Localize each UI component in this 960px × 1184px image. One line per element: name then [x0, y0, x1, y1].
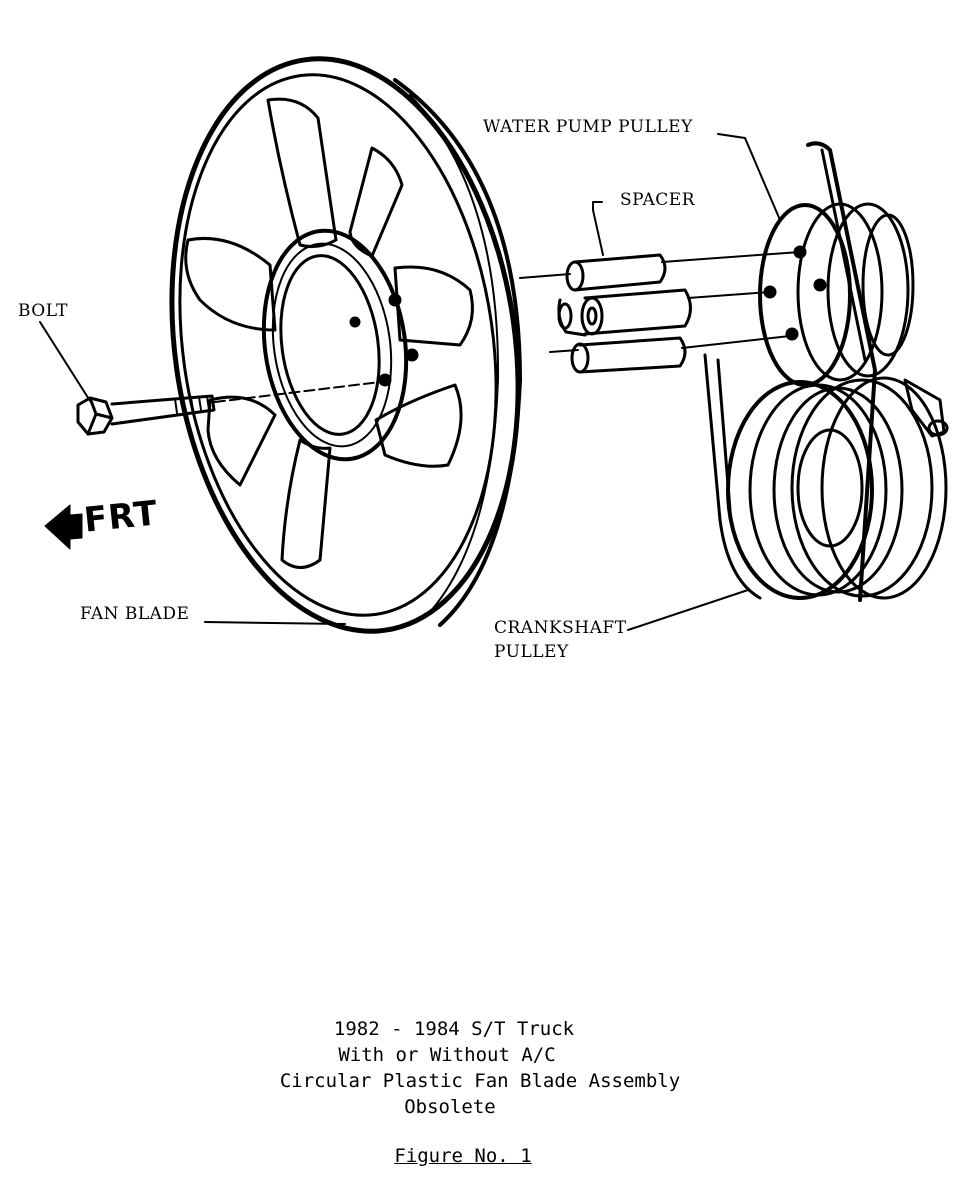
water-pump-pulley-label: WATER PUMP PULLEY	[483, 117, 693, 137]
caption-line-4: Obsolete	[404, 1096, 496, 1118]
fan-blade-label: FAN BLADE	[80, 604, 190, 624]
leader-lines	[39, 133, 781, 631]
spacer-drawing	[519, 251, 801, 374]
bolt-drawing	[76, 381, 381, 436]
front-arrow-icon	[44, 504, 83, 550]
figure-caption: 1982 - 1984 S/T Truck With or Without A/…	[0, 1016, 960, 1120]
figure-number: Figure No. 1	[0, 1145, 926, 1167]
crankshaft-pulley-drawing	[703, 353, 949, 600]
caption-line-3: Circular Plastic Fan Blade Assembly	[279, 1070, 681, 1092]
fan-blade-drawing	[169, 56, 522, 634]
caption-line-1: 1982 - 1984 S/T Truck	[333, 1018, 575, 1040]
crankshaft-pulley-label-line1: CRANKSHAFT	[494, 618, 627, 638]
caption-line-2: With or Without A/C	[338, 1044, 556, 1066]
bolt-label: BOLT	[18, 301, 68, 321]
crankshaft-pulley-label-line2: PULLEY	[494, 642, 569, 662]
front-direction-label: FRT	[82, 493, 160, 541]
water-pump-pulley-drawing	[758, 141, 915, 602]
spacer-label: SPACER	[620, 190, 696, 210]
figure-number-text: Figure No. 1	[394, 1145, 532, 1167]
